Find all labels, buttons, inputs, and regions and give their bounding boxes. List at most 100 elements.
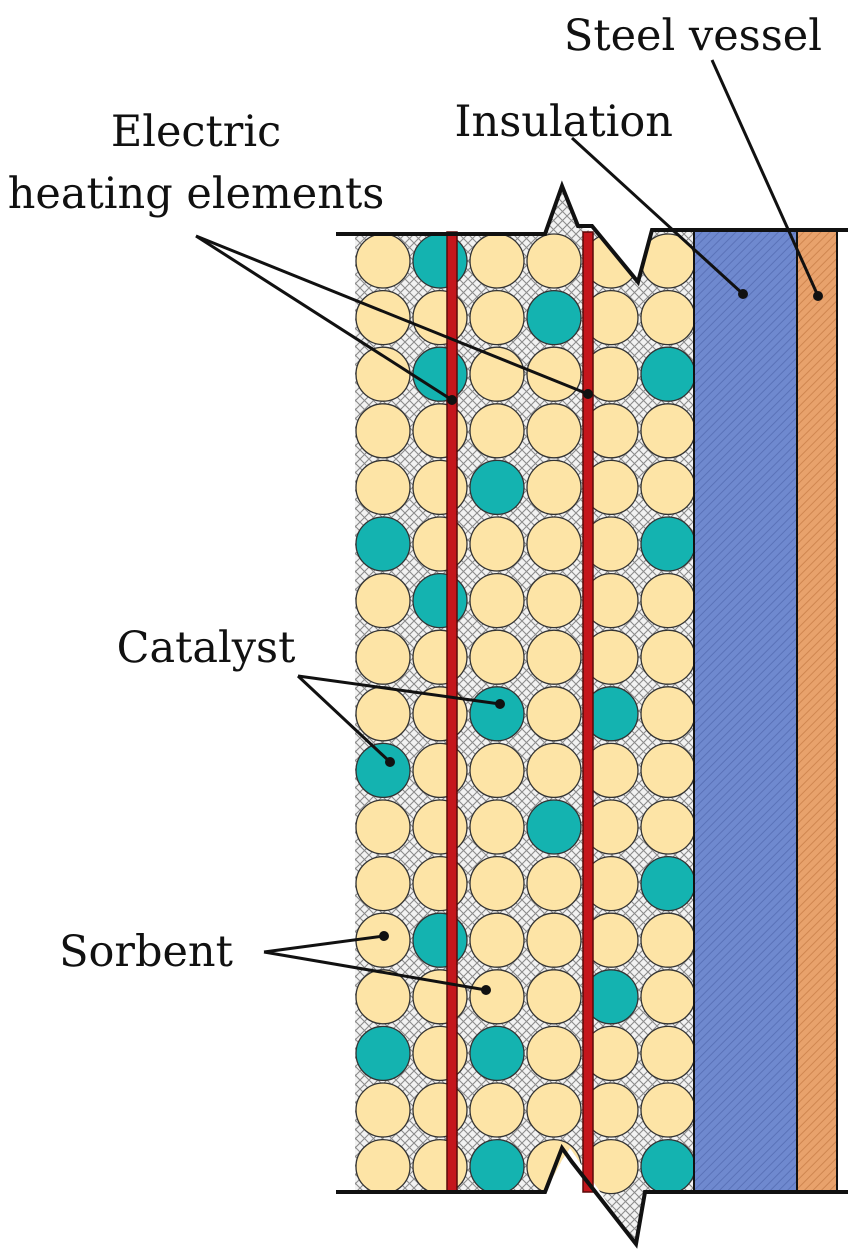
sorbent-particle (469, 346, 525, 402)
heating-leader-left (195, 234, 453, 402)
sorbent-particle (469, 233, 525, 289)
sorbent-dot-bottom (481, 985, 491, 995)
sorbent-particle (469, 799, 525, 855)
catalyst-label: Catalyst (117, 623, 296, 673)
sorbent-particle (640, 1082, 694, 1138)
sorbent-particle (526, 1025, 582, 1082)
sorbent-particle (526, 572, 582, 629)
catalyst-particle (355, 516, 411, 572)
heating-dot-right (583, 389, 593, 399)
sorbent-particle (640, 403, 694, 459)
sorbent-particle (412, 855, 468, 912)
break-line-bottom (336, 1143, 694, 1249)
catalyst-leader-bottom (296, 674, 392, 764)
sorbent-particle (526, 516, 582, 572)
leader-dots (379, 289, 823, 995)
catalyst-particle (640, 1138, 694, 1195)
sorbent-particle (412, 459, 468, 516)
insulation-layer (693, 229, 798, 1193)
sorbent-particle (526, 629, 582, 685)
catalyst-particle (526, 289, 582, 346)
sorbent-particle (355, 572, 411, 629)
sorbent-particle (355, 629, 411, 685)
sorbent-dot-top (379, 931, 389, 941)
catalyst-particle (412, 912, 468, 968)
catalyst-particle (469, 1025, 525, 1082)
sorbent-particle (469, 912, 525, 968)
sorbent-particle (355, 1082, 411, 1138)
sorbent-particle (412, 516, 468, 572)
heating-leader-right (195, 234, 589, 396)
sorbent-particle (640, 799, 694, 855)
sorbent-particle (526, 403, 582, 459)
sorbent-particle (526, 742, 582, 799)
catalyst-particle (355, 742, 411, 799)
heating-dot-left (447, 395, 457, 405)
catalyst-leader-top (297, 674, 501, 706)
catalyst-particle (412, 572, 468, 629)
catalyst-particle (640, 346, 694, 402)
sorbent-particle (469, 289, 525, 346)
insulation-dot (738, 289, 748, 299)
sorbent-particle (469, 629, 525, 685)
steel-vessel-leader (710, 59, 820, 297)
sorbent-particle (412, 289, 468, 346)
sorbent-particle (640, 289, 694, 346)
catalyst-particle (469, 1138, 525, 1195)
steel-vessel-label: Steel vessel (564, 11, 822, 61)
catalyst-particle (640, 516, 694, 572)
catalyst-dot-bottom (385, 757, 395, 767)
sorbent-particle (526, 346, 582, 402)
catalyst-particle (469, 686, 525, 742)
packed-bed (336, 180, 694, 1249)
sorbent-particle (469, 742, 525, 799)
steel-vessel-dot (813, 291, 823, 301)
sorbent-particle (355, 289, 411, 346)
sorbent-particle (412, 742, 468, 799)
sorbent-particle (469, 403, 525, 459)
sorbent-particle (412, 1138, 468, 1195)
insulation-label: Insulation (455, 97, 673, 147)
sorbent-particle (412, 1025, 468, 1082)
insulation-leader (570, 136, 745, 296)
sorbent-particle (526, 969, 582, 1025)
sorbent-particle (469, 516, 525, 572)
sorbent-particle (640, 459, 694, 516)
sorbent-particle (640, 742, 694, 799)
sorbent-particle (526, 912, 582, 968)
sorbent-particle (412, 629, 468, 685)
catalyst-particle (526, 799, 582, 855)
sorbent-particle (412, 403, 468, 459)
sorbent-particle (640, 686, 694, 742)
sorbent-leader-top (263, 934, 385, 954)
electric-label-line2: heating elements (8, 169, 385, 219)
leader-lines (195, 59, 820, 992)
sorbent-particle (640, 969, 694, 1025)
sorbent-particle (355, 403, 411, 459)
sorbent-particle (526, 1082, 582, 1138)
sorbent-particle (469, 572, 525, 629)
sorbent-label: Sorbent (59, 927, 233, 977)
sorbent-particle (355, 969, 411, 1025)
sorbent-particle (526, 686, 582, 742)
electric-label-line1: Electric (111, 107, 281, 157)
sorbent-particle (355, 1138, 411, 1195)
sorbent-particle (526, 855, 582, 912)
sorbent-particle (640, 912, 694, 968)
sorbent-particle (469, 969, 525, 1025)
catalyst-dot-top (495, 699, 505, 709)
sorbent-particle (640, 572, 694, 629)
sorbent-particle (412, 1082, 468, 1138)
sorbent-particle (355, 459, 411, 516)
catalyst-particle (640, 855, 694, 912)
sorbent-leader-bottom (263, 950, 487, 992)
sorbent-particle (640, 629, 694, 685)
sorbent-particle (526, 459, 582, 516)
particle-grid (355, 233, 694, 1195)
sorbent-particle (640, 1025, 694, 1082)
sorbent-particle (355, 686, 411, 742)
sorbent-particle (355, 855, 411, 912)
sorbent-particle (355, 799, 411, 855)
